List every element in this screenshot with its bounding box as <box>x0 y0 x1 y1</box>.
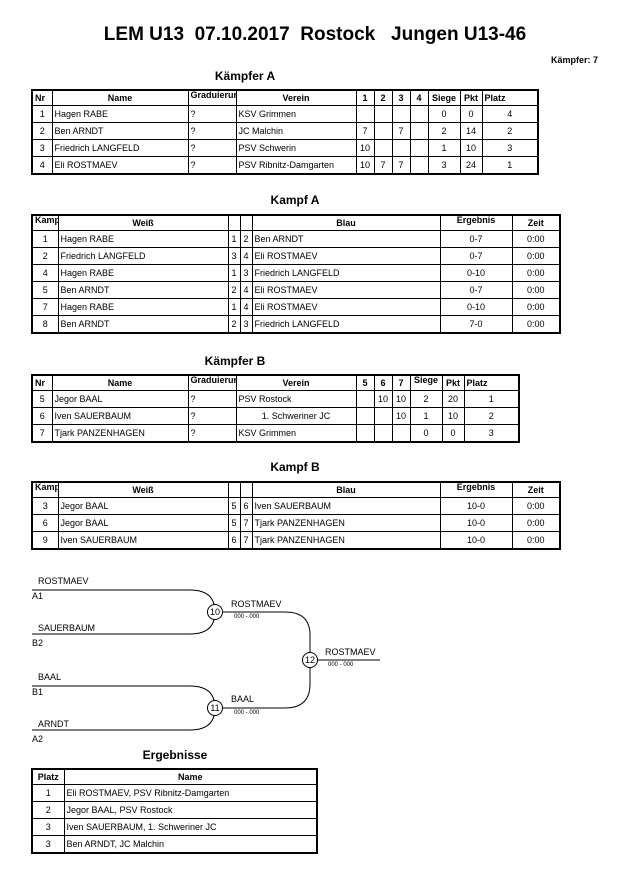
bracket-entry-seed: B1 <box>32 687 44 697</box>
table-cell: Jegor BAAL, PSV Rostock <box>63 801 318 819</box>
table-row: 1 Hagen RABE ? KSV Grimmen 0 0 4 <box>31 105 539 123</box>
table-header-row: Platz Name <box>31 768 318 785</box>
results-table: Platz Name 1 Eli ROSTMAEV, PSV Ribnitz-D… <box>31 768 318 854</box>
table-row: 3 Iven SAUERBAUM, 1. Schweriner JC <box>31 818 318 836</box>
section-title-fighters-b: Kämpfer B <box>204 354 266 368</box>
fights-a-table: Kampf Weiß Blau Ergebnis Zeit 1 Hagen RA… <box>31 214 561 334</box>
match-score: 000 - 000 <box>234 614 260 620</box>
table-row: 1 Hagen RABE 1 2 Ben ARNDT 0-7 0:00 <box>31 230 561 248</box>
table-cell: 3 <box>463 424 520 443</box>
table-cell: 10 <box>459 139 483 157</box>
table-cell: 10 <box>355 139 375 157</box>
fighters-a-table: Nr Name Graduierung Verein 1 2 3 4 Siege… <box>31 89 539 175</box>
header-label: Kampf <box>35 215 57 225</box>
table-cell: KSV Grimmen <box>235 424 357 443</box>
table-cell: 0:00 <box>511 531 561 550</box>
match-score: 000 - 000 <box>328 662 354 668</box>
table-header-row: Kampf Weiß Blau Ergebnis Zeit <box>31 481 561 498</box>
bracket-entry-name: BAAL <box>38 672 62 682</box>
match-number-node: 11 <box>207 700 223 716</box>
table-header-row: Nr Name Graduierung Verein 5 6 7 Siege P… <box>31 374 520 391</box>
header-label: Kampf <box>35 482 57 492</box>
table-cell: PSV Ribnitz-Damgarten <box>235 156 357 175</box>
match-number-node: 10 <box>207 604 223 620</box>
table-row: 2 Ben ARNDT ? JC Malchin 7 7 2 14 2 <box>31 122 539 140</box>
table-cell: 0-10 <box>439 298 513 316</box>
section-title-results: Ergebnisse <box>142 748 208 762</box>
table-row: 2 Jegor BAAL, PSV Rostock <box>31 801 318 819</box>
section-title-fighters-a: Kämpfer A <box>214 69 276 83</box>
header-label: Ergebnis <box>456 482 496 492</box>
table-row: 5 Ben ARNDT 2 4 Eli ROSTMAEV 0-7 0:00 <box>31 281 561 299</box>
table-cell: 3 <box>31 818 65 836</box>
match-score: 000 - 000 <box>234 710 260 716</box>
match-winner-name: ROSTMAEV <box>325 647 376 657</box>
match-number-node: 12 <box>302 652 318 668</box>
table-row: 4 Eli ROSTMAEV ? PSV Ribnitz-Damgarten 1… <box>31 156 539 175</box>
bracket-entry-seed: A1 <box>32 591 44 601</box>
page-title: LEM U13 07.10.2017 Rostock Jungen U13-46 <box>103 24 527 45</box>
bracket-entry-seed: B2 <box>32 638 44 648</box>
table-cell: 2 <box>463 407 520 425</box>
table-cell: 1. Schweriner JC <box>235 407 357 425</box>
table-cell: 6 <box>31 514 59 532</box>
header-cell: Name <box>63 768 318 785</box>
bracket-entry-name: ROSTMAEV <box>38 576 89 586</box>
table-cell: Eli ROSTMAEV <box>251 298 441 316</box>
table-cell: 2 <box>31 801 65 819</box>
table-row: 7 Tjark PANZENHAGEN ? KSV Grimmen 0 0 3 <box>31 424 520 443</box>
table-row: 3 Ben ARNDT, JC Malchin <box>31 835 318 854</box>
section-title-fights-b: Kampf B <box>270 460 320 474</box>
table-row: 6 Jegor BAAL 5 7 Tjark PANZENHAGEN 10-0 … <box>31 514 561 532</box>
section-title-fights-a: Kampf A <box>270 193 320 207</box>
fights-b-table: Kampf Weiß Blau Ergebnis Zeit 3 Jegor BA… <box>31 481 561 550</box>
table-cell: Iven SAUERBAUM <box>57 531 229 550</box>
bracket-entry-name: ARNDT <box>38 719 69 729</box>
table-cell: 0:00 <box>511 514 561 532</box>
table-cell: 3 <box>31 835 65 854</box>
bracket-entry-seed: A2 <box>32 734 44 744</box>
table-cell: 1 <box>481 156 539 175</box>
table-cell: 10-0 <box>439 531 513 550</box>
table-cell: 24 <box>459 156 483 175</box>
header-label: Ergebnis <box>456 215 496 225</box>
header-label: Graduierung <box>190 375 236 385</box>
table-cell: 1 <box>31 784 65 802</box>
match-winner-name: BAAL <box>231 694 255 704</box>
table-cell: Eli ROSTMAEV, PSV Ribnitz-Damgarten <box>63 784 318 802</box>
table-cell: 0:00 <box>511 298 561 316</box>
table-cell: 1 <box>427 139 461 157</box>
header-label: Siege <box>413 375 438 385</box>
table-cell: 3 <box>427 156 461 175</box>
table-cell: Ben ARNDT, JC Malchin <box>63 835 318 854</box>
table-cell: Friedrich LANGFELD <box>51 139 189 157</box>
fighter-count: Kämpfer: 7 <box>550 55 598 65</box>
fighters-b-table: Nr Name Graduierung Verein 5 6 7 Siege P… <box>31 374 520 443</box>
table-row: 1 Eli ROSTMAEV, PSV Ribnitz-Damgarten <box>31 784 318 802</box>
table-cell: 0:00 <box>511 315 561 334</box>
table-row: 6 Iven SAUERBAUM ? 1. Schweriner JC 10 1… <box>31 407 520 425</box>
table-row: 7 Hagen RABE 1 4 Eli ROSTMAEV 0-10 0:00 <box>31 298 561 316</box>
table-cell: Iven SAUERBAUM, 1. Schweriner JC <box>63 818 318 836</box>
match-winner-name: ROSTMAEV <box>231 599 282 609</box>
bracket-entry-name: SAUERBAUM <box>38 623 96 633</box>
table-cell: PSV Schwerin <box>235 139 357 157</box>
table-row: 8 Ben ARNDT 2 3 Friedrich LANGFELD 7-0 0… <box>31 315 561 334</box>
table-cell: ? <box>187 156 237 175</box>
table-cell: 3 <box>481 139 539 157</box>
header-cell: Platz <box>31 768 65 785</box>
table-row: 3 Friedrich LANGFELD ? PSV Schwerin 10 1… <box>31 139 539 157</box>
table-row: 9 Iven SAUERBAUM 6 7 Tjark PANZENHAGEN 1… <box>31 531 561 550</box>
header-label: Graduierung <box>190 90 236 100</box>
